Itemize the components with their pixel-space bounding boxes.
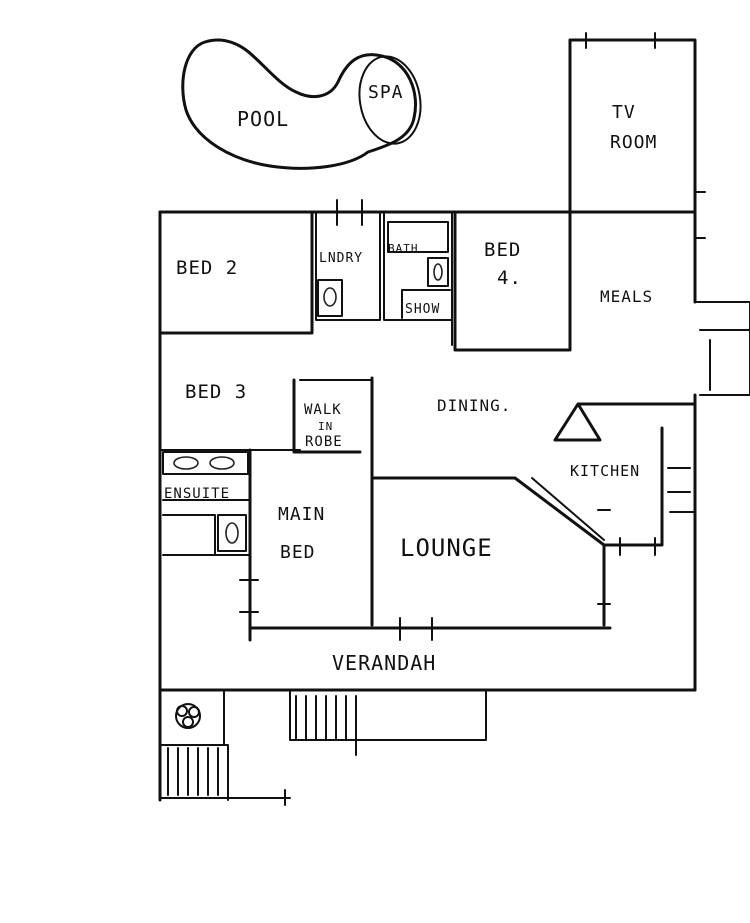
plant-icon — [175, 703, 201, 729]
bath-fixture — [387, 221, 449, 253]
tv-room-walls — [568, 38, 697, 214]
walk-in-robe-label-line2: IN — [318, 420, 333, 433]
bed2-walls — [158, 210, 314, 335]
verandah-label: VERANDAH — [332, 651, 436, 675]
kitchen-bench — [553, 402, 697, 547]
vanity-basin — [427, 257, 449, 287]
walk-in-robe-label-line3: ROBE — [305, 434, 343, 450]
bed2-label: BED 2 — [176, 257, 238, 279]
main-bed-walls — [248, 448, 612, 642]
bath-label: BATH — [388, 242, 419, 255]
side-steps — [167, 747, 219, 796]
laundry-label: LNDRY — [319, 251, 363, 266]
walk-in-robe-walls — [292, 376, 374, 627]
walk-in-robe-label-line1: WALK — [304, 402, 342, 418]
ensuite-toilet — [217, 514, 247, 552]
lounge-ticks — [597, 509, 611, 605]
bed3-label: BED 3 — [185, 381, 247, 403]
dining-label: DINING. — [437, 396, 511, 415]
kitchen-diag — [531, 477, 605, 541]
tv-room-label-line1: TV — [612, 102, 636, 123]
bath-walls — [383, 211, 453, 346]
shower-cubicle — [401, 289, 451, 319]
kitchen-label: KITCHEN — [570, 462, 640, 480]
pool-outline — [181, 38, 417, 170]
main-bed-label-line1: MAIN — [278, 504, 325, 525]
lounge-label: LOUNGE — [400, 534, 493, 562]
main-bed-ticks — [239, 579, 433, 641]
bed4-label-line2: 4. — [497, 267, 522, 289]
ensuite-toilet-bowl — [225, 522, 239, 544]
main-bed-label-line2: BED — [280, 542, 316, 563]
ensuite-divider — [162, 499, 251, 556]
side-stair-bottom — [159, 789, 291, 806]
verandah-steps — [295, 695, 357, 756]
shower-label: SHOW — [405, 302, 440, 317]
laundry-tub — [317, 279, 343, 317]
bed4-label-line1: BED — [484, 239, 521, 261]
side-stair-walls — [159, 689, 229, 801]
tv-room-ticks — [585, 32, 706, 239]
vanity-basin-bowl — [433, 263, 443, 281]
bed4-walls — [453, 210, 572, 352]
tv-room-label-line2: ROOM — [610, 132, 657, 153]
laundry-ticks — [336, 199, 363, 226]
verandah-step-right — [289, 689, 487, 741]
ensuite-vanity — [162, 451, 249, 475]
right-bump — [694, 301, 750, 396]
ensuite-label: ENSUITE — [164, 486, 230, 502]
spa-label: SPA — [368, 82, 404, 103]
pool-label: POOL — [237, 107, 289, 131]
kitchen-ticks — [619, 467, 696, 556]
spa-outline — [358, 55, 422, 145]
lounge-walls — [370, 476, 606, 627]
ensuite-basin-1 — [173, 456, 199, 470]
laundry-tub-basin — [323, 287, 337, 307]
laundry-walls — [315, 211, 381, 321]
meals-label: MEALS — [600, 287, 653, 306]
ensuite-basin-2 — [209, 456, 235, 470]
